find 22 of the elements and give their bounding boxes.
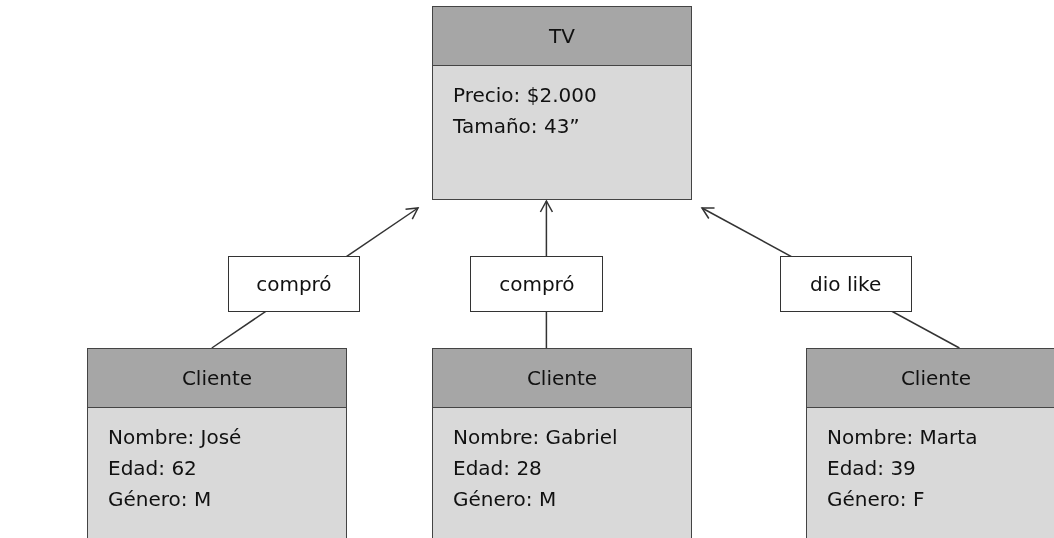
attribute-text: Edad: 39: [827, 455, 917, 482]
attribute-text: Nombre: José: [108, 424, 243, 451]
attribute-text: Edad: 28: [453, 455, 543, 482]
attribute-text: Tamaño: 43”: [453, 113, 581, 140]
attribute-text: Nombre: Marta: [827, 424, 979, 451]
attribute-text: Género: M: [108, 486, 213, 513]
attribute-text: Género: F: [827, 486, 926, 513]
edge-label: compró: [470, 256, 604, 312]
attribute-text: Nombre: Gabriel: [453, 424, 619, 451]
class-name: Cliente: [526, 366, 598, 390]
class-name: Cliente: [181, 366, 253, 390]
class-name: Cliente: [900, 366, 972, 390]
attribute-text: Edad: 62: [108, 455, 198, 482]
class-box: [87, 348, 347, 538]
class-box: [806, 348, 1054, 538]
class-box: [432, 348, 692, 538]
attribute-text: Género: M: [453, 486, 558, 513]
class-box: [432, 6, 692, 200]
edge-label: compró: [227, 256, 360, 312]
attribute-text: Precio: $2.000: [453, 82, 598, 109]
edge-label: dio like: [779, 256, 912, 312]
class-name: TV: [549, 24, 575, 48]
